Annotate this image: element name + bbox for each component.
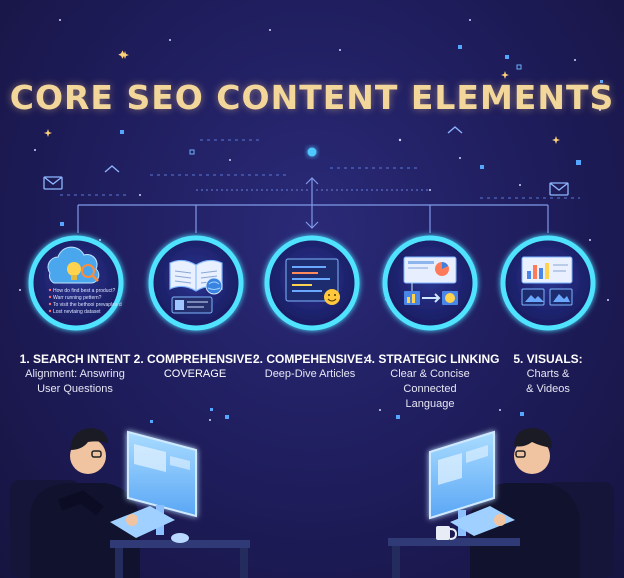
element-label-search-intent: 1. SEARCH INTENT Alignment: Answring Use… — [10, 352, 140, 396]
torso — [470, 483, 580, 578]
coffee-mug-icon — [436, 526, 458, 540]
keyboard — [110, 506, 175, 538]
element-description: COVERAGE — [163, 368, 227, 380]
hair — [514, 428, 552, 448]
mail-icon — [549, 182, 569, 196]
element-heading: 1. SEARCH INTENT — [19, 352, 131, 366]
lightbulb-cloud-icon — [47, 246, 100, 284]
document-smiley-icon — [285, 258, 340, 305]
question-line: Lost nevtaing dataset — [53, 309, 101, 315]
circle-search-intent: How do find best a product? Warr running… — [28, 235, 124, 331]
open-book-icon — [169, 259, 223, 295]
monitor-left — [127, 430, 197, 518]
element-description: Charts & — [526, 368, 570, 380]
element-label-deep-dive: 2. COMPEHENSIVE: Deep-Dive Articles — [245, 352, 375, 381]
element-description: Language — [405, 398, 455, 410]
monitor-right — [429, 430, 495, 520]
circle-deep-dive-articles — [264, 235, 360, 331]
element-description: Deep-Dive Articles — [264, 368, 356, 380]
circle-visuals — [500, 235, 596, 331]
desk — [110, 540, 250, 548]
chevron-up-icon — [447, 126, 463, 134]
charts-images-icon — [521, 256, 573, 306]
keyboard — [450, 506, 515, 536]
head — [514, 438, 550, 474]
chevron-up-icon — [104, 165, 120, 173]
hair — [70, 428, 108, 450]
element-description: & Videos — [526, 383, 570, 395]
element-label-comprehensive-coverage: 2. COMPREHENSIVE: COVERAGE — [130, 352, 260, 381]
person-right-at-computer — [388, 428, 614, 578]
element-label-visuals: 5. VISUALS: Charts & & Videos — [483, 352, 613, 396]
dashed-circuit-lines — [60, 139, 580, 199]
sparkle-accents — [44, 50, 560, 144]
mail-icon — [43, 176, 63, 190]
desk — [388, 538, 520, 546]
circle-comprehensive-coverage — [148, 235, 244, 331]
person-left-at-computer — [10, 428, 250, 578]
profile-card — [171, 296, 213, 314]
question-line: Warr running pettern? — [53, 295, 102, 301]
linked-screens-icon — [403, 256, 458, 305]
tech-squares — [60, 45, 603, 423]
element-description: Connected — [403, 383, 457, 395]
mouse — [171, 533, 189, 543]
page-title: CORE SEO CONTENT ELEMENTS — [9, 78, 615, 117]
element-heading: 4. STRATEGIC LINKING — [365, 352, 500, 366]
connector-lines — [77, 177, 549, 233]
hub-dot — [307, 147, 317, 157]
question-line: How do find best a product? — [53, 288, 115, 294]
element-circles: How do find best a product? Warr running… — [28, 235, 596, 331]
star-field — [19, 19, 609, 421]
element-heading: 2. COMPEHENSIVE: — [252, 352, 368, 366]
element-description: Clear & Concise — [390, 368, 470, 380]
element-heading: 5. VISUALS: — [513, 352, 583, 366]
element-description: Alignment: Answring — [25, 368, 125, 380]
torso — [30, 483, 140, 578]
element-description: User Questions — [37, 383, 113, 395]
question-line: To visit the bethooi prevaples d — [53, 302, 122, 308]
question-list: How do find best a product? Warr running… — [48, 288, 122, 315]
circle-strategic-linking — [382, 235, 478, 331]
element-heading: 2. COMPREHENSIVE: — [133, 352, 257, 366]
element-label-strategic-linking: 4. STRATEGIC LINKING Clear & Concise Con… — [365, 352, 500, 411]
